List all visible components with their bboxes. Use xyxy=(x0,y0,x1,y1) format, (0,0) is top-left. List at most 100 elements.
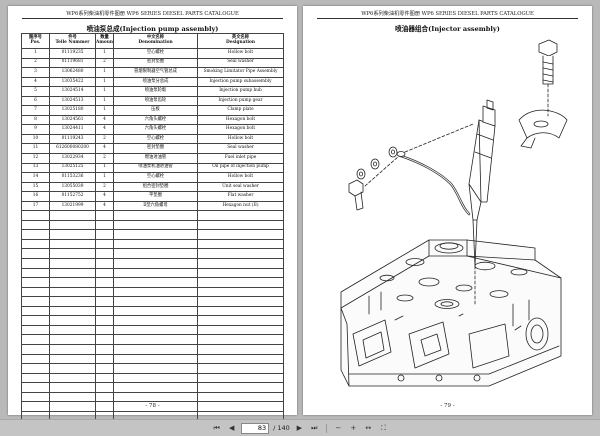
cell-pos: 16 xyxy=(21,191,50,202)
injector-figure xyxy=(468,99,496,305)
cell-pos: 14 xyxy=(21,172,50,183)
zoom-out-icon[interactable]: − xyxy=(335,424,342,432)
cell-pos xyxy=(21,229,50,240)
cell-pos xyxy=(21,277,50,288)
zoom-in-icon[interactable]: + xyxy=(350,424,357,432)
cell-denomination xyxy=(113,363,198,374)
cell-amount xyxy=(95,353,114,365)
cell-amount xyxy=(95,363,114,374)
cell-part-number: 01152752 xyxy=(49,191,96,202)
table-row xyxy=(21,305,284,317)
cell-denomination xyxy=(113,277,198,288)
table-row xyxy=(21,238,284,250)
hexagon-bolt-figure xyxy=(348,155,400,211)
cell-denomination xyxy=(113,258,198,269)
table-row xyxy=(21,267,284,279)
fit-width-icon[interactable]: ↔ xyxy=(365,424,372,432)
cell-amount: 2 xyxy=(95,133,114,145)
next-page-icon[interactable]: ▶ xyxy=(296,424,303,432)
cell-amount xyxy=(95,210,114,221)
cell-denomination xyxy=(113,324,198,336)
cell-designation xyxy=(197,210,284,221)
cell-denomination xyxy=(113,219,198,231)
section-title: 喷油器组合(Injector assembly) xyxy=(395,25,500,33)
cell-part-number: 612600080200 xyxy=(49,143,96,154)
cell-designation: Hexagon bolt xyxy=(197,114,284,126)
cell-part-number xyxy=(49,258,96,269)
cell-pos xyxy=(21,372,50,384)
page-total: / 140 xyxy=(273,424,290,432)
cell-part-number: 01119681 xyxy=(49,57,96,69)
cell-designation: Hollow bolt xyxy=(197,133,284,145)
cell-denomination: 燃油进油管 xyxy=(113,153,198,164)
cell-designation xyxy=(197,267,284,279)
table-row xyxy=(21,363,284,374)
fullscreen-icon[interactable]: ⛶ xyxy=(380,423,386,432)
cell-part-number xyxy=(49,372,96,384)
cell-part-number xyxy=(49,248,96,260)
cell-designation xyxy=(197,277,284,288)
cell-part-number: 13024514 xyxy=(49,86,96,97)
cell-amount xyxy=(95,296,114,307)
cell-amount: 2 xyxy=(95,57,114,69)
cell-denomination: 平垫圈 xyxy=(113,191,198,202)
table-row xyxy=(21,343,284,355)
table-row xyxy=(21,258,284,269)
cell-pos xyxy=(21,334,50,345)
cell-part-number xyxy=(49,315,96,326)
cell-denomination: 六角头螺栓 xyxy=(113,114,198,126)
last-page-icon[interactable]: ⏭ xyxy=(311,423,318,432)
cell-part-number xyxy=(49,277,96,288)
prev-page-icon[interactable]: ◀ xyxy=(228,424,235,432)
cell-amount: 4 xyxy=(95,191,114,202)
cell-amount: 2 xyxy=(95,153,114,164)
cell-denomination xyxy=(113,353,198,365)
table-row xyxy=(21,248,284,260)
cell-pos xyxy=(21,219,50,231)
cell-amount: 4 xyxy=(95,114,114,126)
table-row xyxy=(21,372,284,384)
cell-amount xyxy=(95,324,114,336)
cell-pos: 17 xyxy=(21,200,50,212)
table-row xyxy=(21,219,284,231)
cell-amount xyxy=(95,258,114,269)
cell-pos: 7 xyxy=(21,105,50,116)
cell-amount: 4 xyxy=(95,143,114,154)
cell-part-number: 13062480 xyxy=(49,67,96,78)
cell-amount: 1 xyxy=(95,95,114,107)
cell-denomination: 空心螺栓 xyxy=(113,48,198,59)
page-number: - 78 - xyxy=(145,403,160,409)
cell-designation: Oil pipe of injection pump xyxy=(197,162,284,174)
cell-amount: 1 xyxy=(95,162,114,174)
cell-denomination: 组合密封垫圈 xyxy=(113,181,198,193)
cell-designation xyxy=(197,296,284,307)
cell-part-number: 13024411 xyxy=(49,124,96,135)
cell-part-number xyxy=(49,286,96,298)
cell-denomination: 压板 xyxy=(113,105,198,116)
cell-pos xyxy=(21,324,50,336)
cell-part-number: 13021999 xyxy=(49,200,96,212)
cell-denomination: 六角头螺栓 xyxy=(113,124,198,135)
page-number-input[interactable] xyxy=(241,422,270,434)
cell-denomination xyxy=(113,334,198,345)
cell-amount xyxy=(95,277,114,288)
cell-part-number: 13022934 xyxy=(49,153,96,164)
cell-designation xyxy=(197,382,284,393)
first-page-icon[interactable]: ⏮ xyxy=(213,423,220,432)
cell-part-number xyxy=(49,334,96,345)
cell-amount xyxy=(95,343,114,355)
cell-designation xyxy=(197,238,284,250)
cell-denomination xyxy=(113,229,198,240)
cell-pos xyxy=(21,343,50,355)
table-row xyxy=(21,391,284,403)
cell-designation: Fuel inlet pipe xyxy=(197,153,284,164)
cell-designation: Hollow bolt xyxy=(197,172,284,183)
